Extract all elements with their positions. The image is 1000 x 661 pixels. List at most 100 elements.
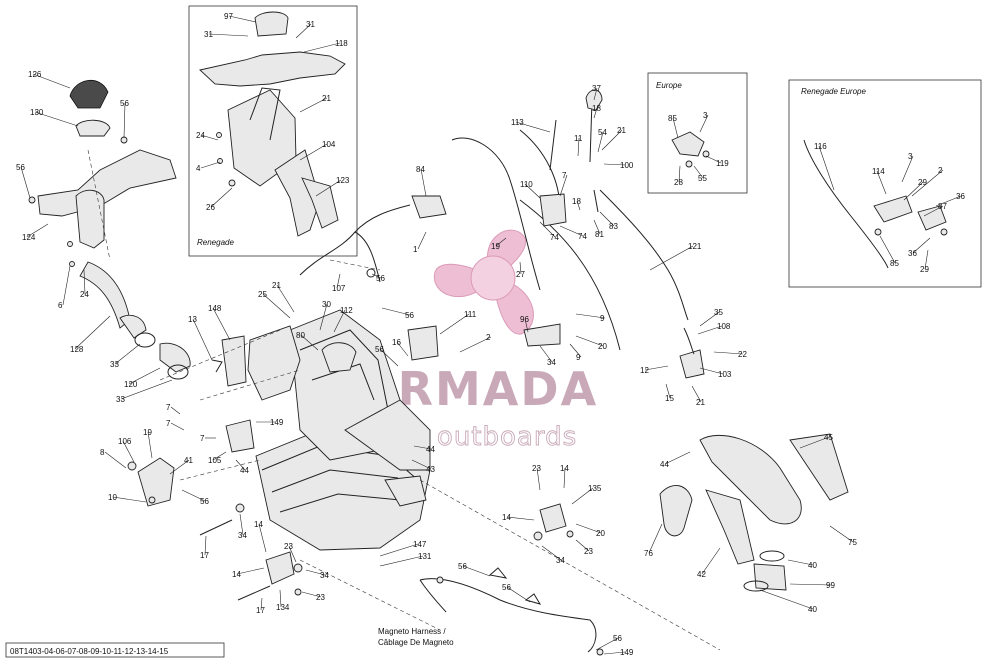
part-callout: 30 (322, 300, 331, 309)
leader-line (276, 284, 295, 313)
leader-line (576, 200, 581, 211)
part-callout: 13 (188, 315, 197, 324)
part-callout: 9 (576, 353, 581, 362)
part-callout: 7 (166, 419, 171, 428)
part-callout: 1 (413, 245, 418, 254)
leader-line (603, 163, 626, 166)
part-callout: 41 (184, 456, 193, 465)
leader-line (539, 221, 556, 238)
leader-line (112, 496, 147, 503)
inset-renegade-europe: Renegade Europe (788, 79, 982, 288)
leader-line (575, 539, 590, 552)
leader-line (699, 367, 724, 375)
leader-line (799, 436, 830, 449)
part-callout: 22 (738, 350, 747, 359)
leader-line (260, 597, 263, 611)
intake-assembly (28, 80, 191, 380)
part-callout: 21 (322, 94, 331, 103)
part-callout: 44 (660, 460, 669, 469)
guide-lines (87, 149, 721, 651)
leader-line (818, 145, 835, 191)
leader-line (381, 307, 411, 316)
leader-line (228, 15, 257, 23)
part-callout: 55 (698, 174, 707, 183)
mounting-brackets (127, 359, 574, 601)
part-callout: 123 (336, 176, 350, 185)
leader-line (524, 183, 541, 199)
leader-line (506, 586, 531, 603)
part-callout: 36 (956, 192, 965, 201)
leader-line (147, 431, 153, 459)
leader-line (559, 225, 584, 237)
leader-line (593, 87, 598, 101)
leader-line (411, 459, 432, 470)
leader-line (911, 169, 944, 197)
harness-label-line-1: Magneto Harness / (378, 627, 446, 636)
part-callout: 31 (204, 30, 213, 39)
leader-line (210, 187, 233, 208)
leader-line (379, 543, 419, 557)
part-callout: 119 (716, 159, 729, 168)
part-callout: 23 (584, 547, 593, 556)
leader-line (122, 440, 135, 463)
part-callout: 99 (826, 581, 835, 590)
part-callout: 26 (206, 203, 215, 212)
part-callout: 103 (718, 370, 732, 379)
part-callout: 28 (674, 178, 683, 187)
leader-line (575, 523, 602, 534)
part-callout: 100 (620, 161, 634, 170)
leader-line (114, 343, 141, 365)
part-callout: 56 (502, 583, 511, 592)
leader-line (200, 161, 221, 169)
leader-line (541, 545, 562, 561)
leader-line (200, 134, 219, 141)
inset-label: Renegade Europe (801, 87, 866, 96)
reference-code: 08T1403-04-06-07-08-09-10-11-12-13-14-15 (10, 647, 169, 656)
part-callout: 56 (458, 562, 467, 571)
part-callout: 18 (592, 104, 601, 113)
part-callout: 45 (824, 433, 833, 442)
leader-line (575, 335, 604, 347)
leader-line (601, 129, 623, 151)
leader-line (593, 107, 598, 119)
part-callout: 56 (120, 99, 129, 108)
part-callout: 118 (335, 39, 348, 48)
part-callout: 149 (620, 648, 634, 657)
part-callout: 9 (600, 314, 605, 323)
leader-line (299, 143, 328, 161)
leader-line (170, 406, 181, 415)
part-callout: 7 (200, 434, 205, 443)
part-callout: 148 (208, 304, 222, 313)
part-callout: 85 (668, 114, 677, 123)
leader-line (379, 348, 399, 367)
part-callout: 147 (413, 540, 427, 549)
leader-line (336, 273, 341, 289)
leader-line (305, 569, 326, 576)
leader-line (829, 525, 854, 543)
part-callout: 116 (814, 142, 827, 151)
part-callout: 106 (118, 437, 132, 446)
part-callout: 8 (100, 448, 105, 457)
leader-line (495, 237, 507, 247)
part-callout: 15 (665, 394, 674, 403)
leader-line (299, 97, 328, 113)
leader-line (169, 459, 190, 475)
leader-line (789, 583, 832, 586)
part-callout: 56 (613, 634, 622, 643)
leader-line (333, 309, 346, 333)
engine-assembly (221, 309, 431, 551)
part-callout: 20 (598, 342, 607, 351)
leader-line (104, 451, 127, 469)
leader-line (713, 351, 744, 355)
part-callout: 17 (200, 551, 209, 560)
part-callout: 56 (376, 274, 385, 283)
leader-line (295, 23, 312, 39)
part-callout: 11 (574, 134, 583, 143)
leader-line (664, 451, 691, 465)
part-callout: 120 (124, 380, 138, 389)
leader-line (34, 111, 79, 127)
exhaust-assembly (659, 433, 849, 592)
leader-line (519, 261, 522, 275)
leader-line (371, 273, 382, 279)
leader-line (459, 336, 492, 353)
